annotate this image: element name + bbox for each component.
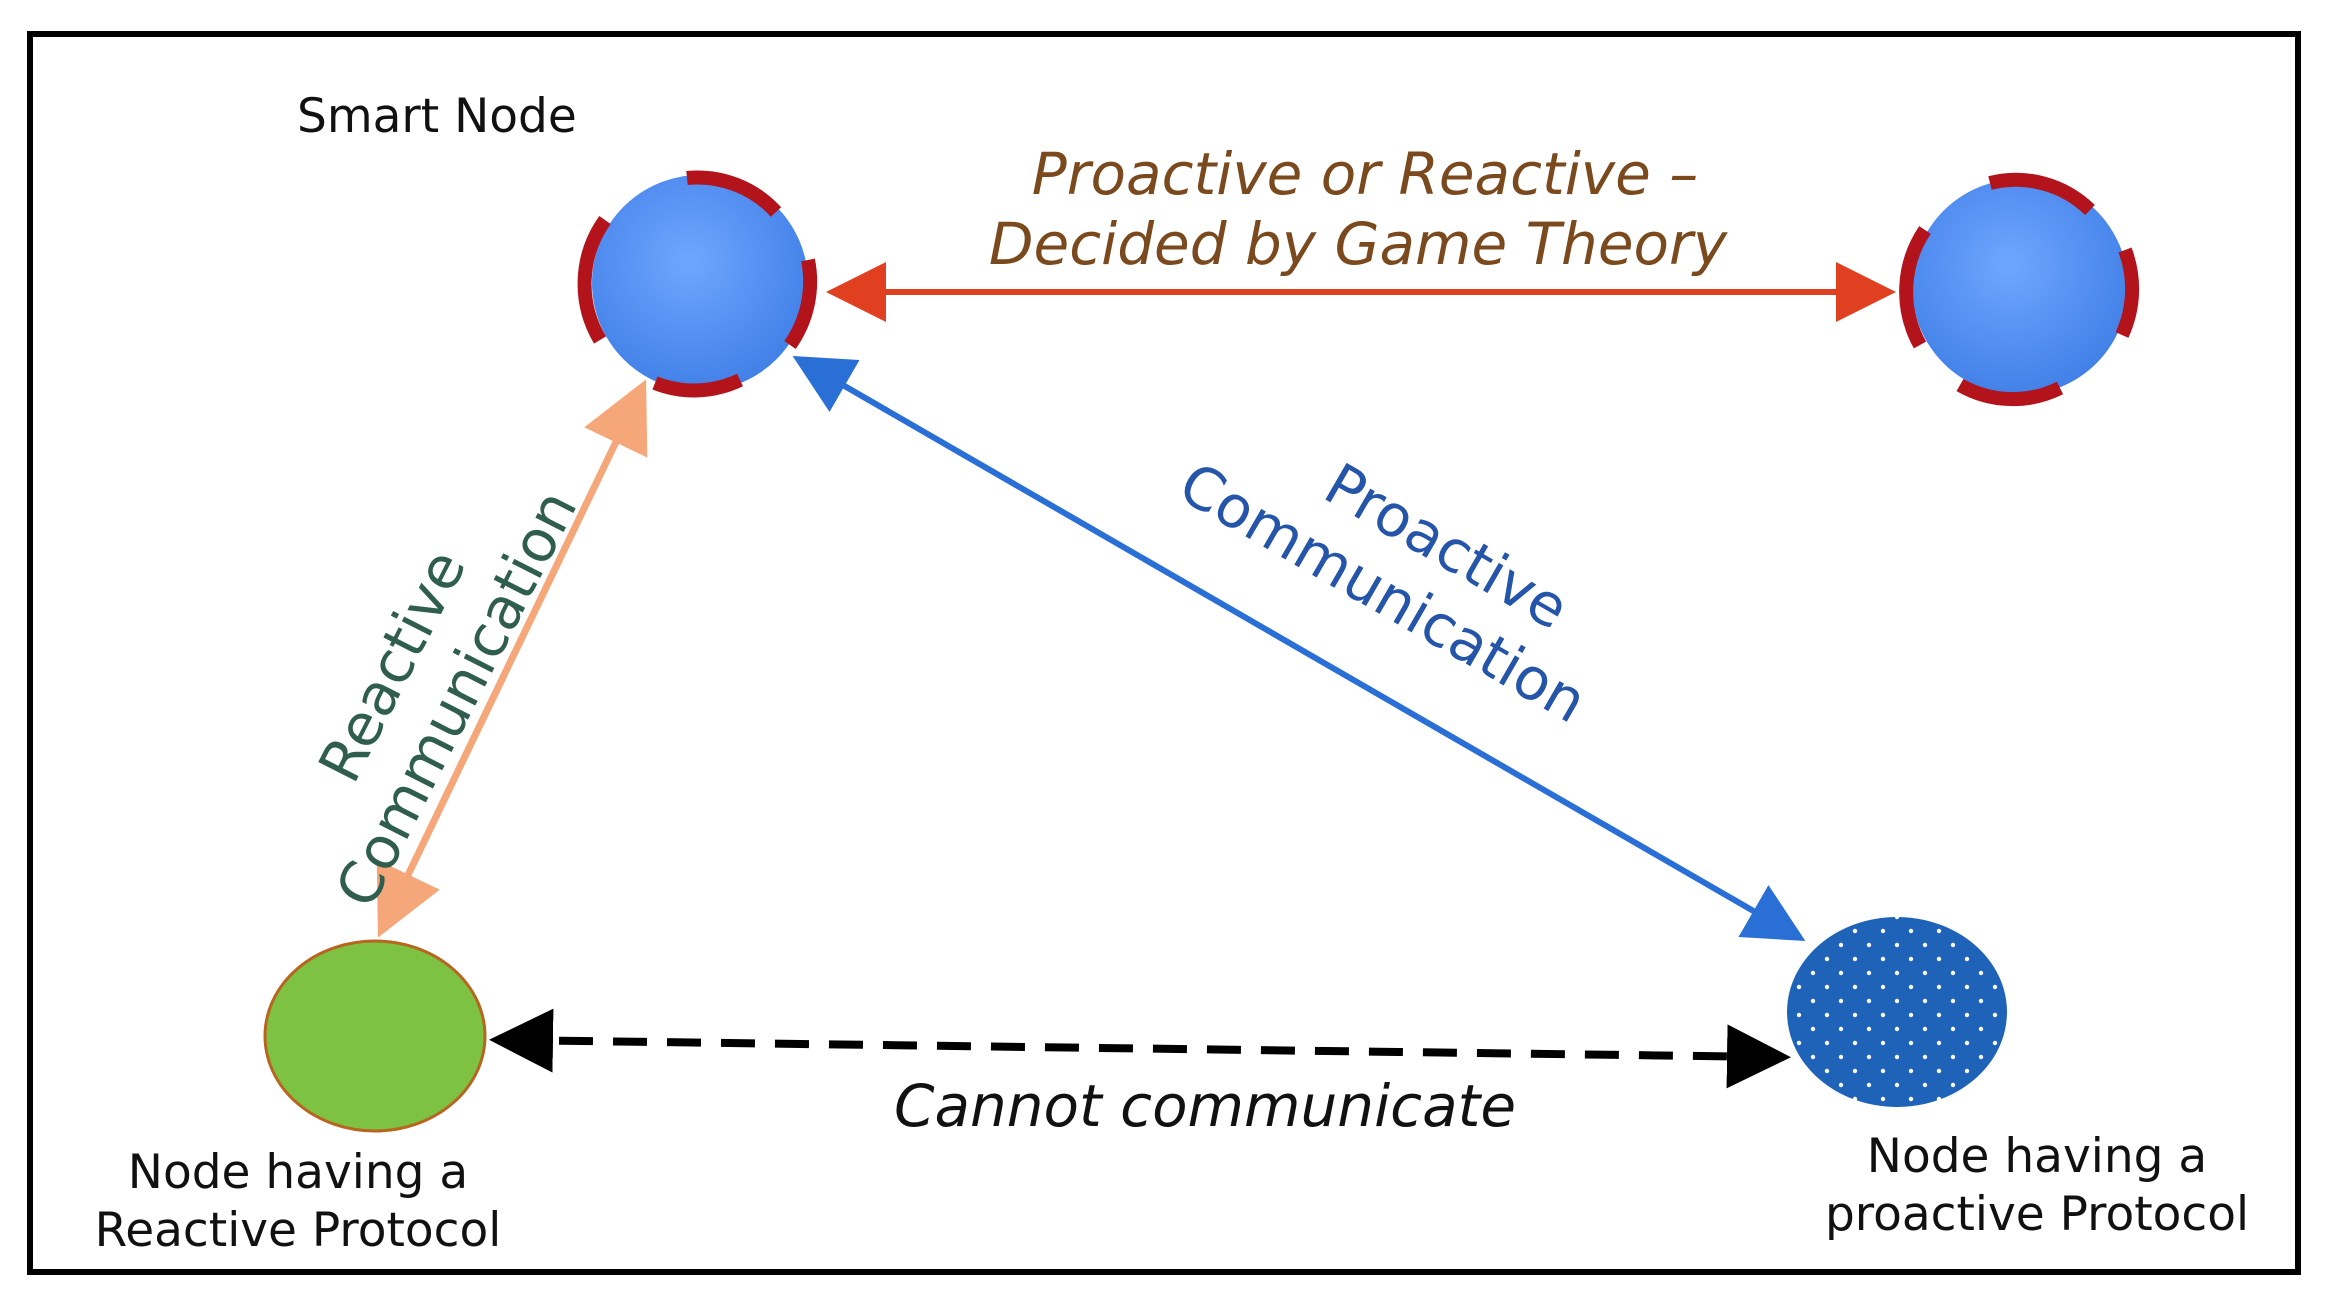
- cannot-communicate-label: Cannot communicate: [894, 1072, 1516, 1140]
- proactive-protocol-node: [1787, 917, 2007, 1107]
- game-theory-label-line2: Decided by Game Theory: [989, 210, 1728, 278]
- smart-node-right-ring-top: [1988, 172, 2095, 216]
- smart-node-left-ring-left: [577, 215, 611, 344]
- proactive-node-label-line2: proactive Protocol: [1825, 1187, 2249, 1242]
- smart-node-left-ring-bottom: [652, 373, 744, 398]
- reactive-protocol-node: [263, 939, 487, 1133]
- smart-node-left-ring-top: [686, 170, 782, 217]
- smart-node-left-ring-right: [784, 258, 818, 350]
- smart-node-left: [577, 170, 818, 398]
- smart-node-right-ring-bottom: [1956, 378, 2064, 407]
- reactive-node-label-line2: Reactive Protocol: [95, 1203, 502, 1258]
- smart-node-right-ring-left: [1899, 226, 1931, 349]
- reactive-communication-arrow: [376, 379, 648, 938]
- smart-node-right-ring-right: [2115, 247, 2140, 338]
- proactive-communication-arrow: [792, 355, 1806, 942]
- proactive-node-label-line1: Node having a: [1867, 1129, 2207, 1184]
- smart-node-right: [1899, 172, 2140, 407]
- cannot-communicate-arrow: [489, 1008, 1791, 1089]
- game-theory-label-line1: Proactive or Reactive –: [1032, 140, 1699, 208]
- reactive-node-label-line1: Node having a: [128, 1145, 468, 1200]
- smart-node-label: Smart Node: [297, 89, 577, 144]
